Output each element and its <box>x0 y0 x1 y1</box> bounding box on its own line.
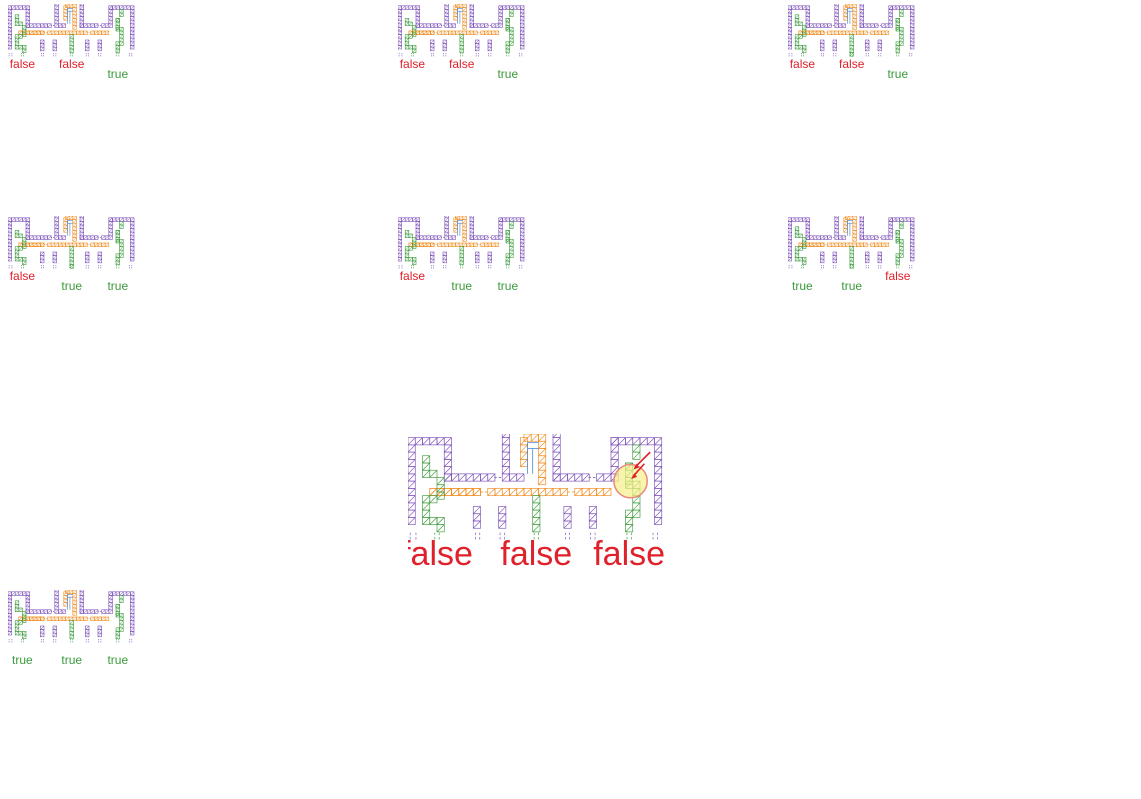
false-label: false <box>885 270 910 282</box>
false-label: false <box>400 58 425 70</box>
circuit-diagram <box>398 216 758 426</box>
diagram-panel: true true false <box>788 216 1141 426</box>
circuit-diagram <box>788 4 1141 214</box>
true-label: true <box>61 280 82 292</box>
true-label: true <box>451 280 472 292</box>
highlight-circle <box>614 464 647 497</box>
circuit-diagram <box>398 4 758 214</box>
diagram-panel: false true true <box>8 216 368 426</box>
circuit-diagram <box>408 434 1141 799</box>
false-label: false <box>59 58 84 70</box>
orange-wire <box>19 216 109 247</box>
true-label: true <box>107 654 128 666</box>
false-label: false <box>593 537 665 571</box>
true-label: true <box>497 68 518 80</box>
diagram-panel: false true true <box>398 216 758 426</box>
circuit-diagram <box>8 590 368 799</box>
circuit-diagram <box>8 216 368 426</box>
diagram-panel: false false true <box>398 4 758 214</box>
false-label: false <box>10 270 35 282</box>
false-label: false <box>790 58 815 70</box>
false-label: false <box>839 58 864 70</box>
diagram-panel: false false true <box>8 4 368 214</box>
circuit-diagram <box>8 4 368 214</box>
orange-wire <box>799 4 889 35</box>
diagram-panel: true true true <box>8 590 368 799</box>
true-label: true <box>12 654 33 666</box>
true-label: true <box>497 280 518 292</box>
true-label: true <box>107 68 128 80</box>
true-label: true <box>887 68 908 80</box>
orange-wire <box>19 590 109 621</box>
true-label: true <box>792 280 813 292</box>
orange-wire <box>19 4 109 35</box>
diagram-panel: false false true <box>788 4 1141 214</box>
orange-wire <box>430 434 611 496</box>
circuit-diagram <box>788 216 1141 426</box>
false-label: false <box>408 537 473 571</box>
false-label: false <box>500 537 572 571</box>
false-label: false <box>10 58 35 70</box>
orange-wire <box>409 216 499 247</box>
orange-wire <box>409 4 499 35</box>
diagram-panel: false false false <box>408 434 1141 799</box>
false-label: false <box>400 270 425 282</box>
false-label: false <box>449 58 474 70</box>
orange-wire <box>799 216 889 247</box>
true-label: true <box>107 280 128 292</box>
true-label: true <box>841 280 862 292</box>
true-label: true <box>61 654 82 666</box>
